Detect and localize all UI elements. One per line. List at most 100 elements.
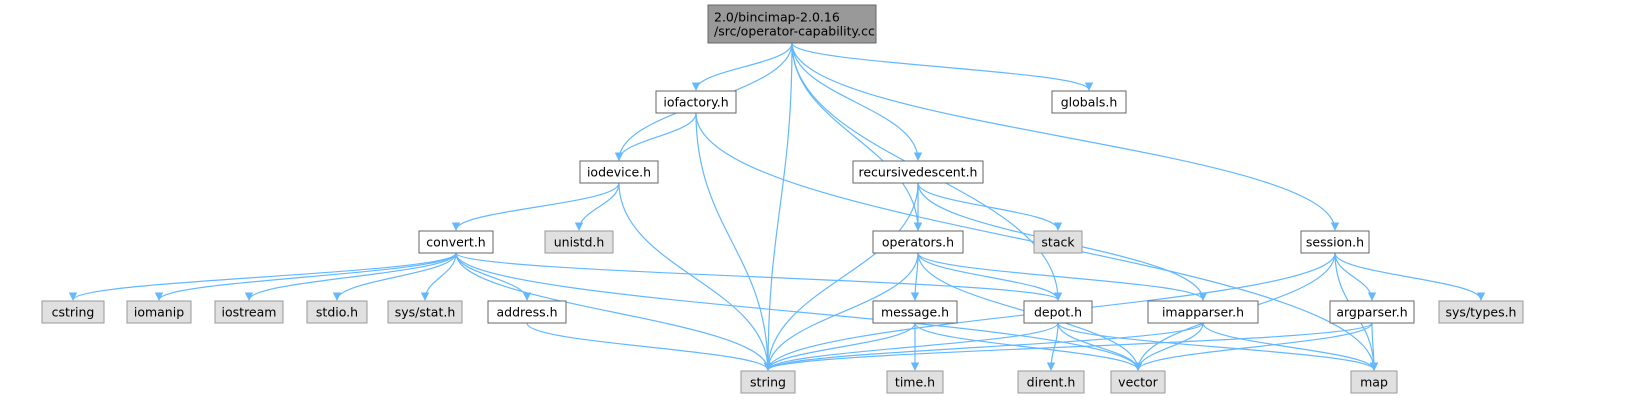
node-session[interactable]: session.h <box>1300 230 1370 254</box>
edge-convert-to-stdio <box>332 252 457 301</box>
edge-root-to-recursivedescent <box>791 42 923 161</box>
edge-recursivedescent-to-stack <box>917 182 1063 231</box>
node-label-argparser-0: argparser.h <box>1336 305 1407 320</box>
nodes-layer: 2.0/bincimap-2.0.16/src/operator-capabil… <box>41 4 1524 394</box>
edge-argparser-to-vector <box>1133 322 1373 371</box>
edges-layer <box>68 42 1486 371</box>
edge-root-to-globals <box>791 42 1094 91</box>
node-label-stdio-0: stdio.h <box>316 305 358 320</box>
node-iodevice[interactable]: iodevice.h <box>579 160 659 184</box>
node-box-unistd <box>544 230 614 254</box>
node-address[interactable]: address.h <box>487 300 567 324</box>
edge-iodevice-to-string <box>618 182 773 371</box>
node-box-iomanip <box>126 300 192 324</box>
node-box-iofactory <box>655 90 737 114</box>
edge-message-to-vector <box>914 322 1143 371</box>
node-box-systypes <box>1438 300 1524 324</box>
edge-depot-to-dirent <box>1046 322 1059 371</box>
node-box-vector <box>1110 370 1166 394</box>
node-label-convert-0: convert.h <box>426 235 485 250</box>
node-convert[interactable]: convert.h <box>418 230 494 254</box>
node-cstring[interactable]: cstring <box>41 300 105 324</box>
node-depot[interactable]: depot.h <box>1023 300 1093 324</box>
node-box-timeh <box>886 370 944 394</box>
node-label-session-0: session.h <box>1306 235 1364 250</box>
node-label-iomanip-0: iomanip <box>134 305 184 320</box>
node-sysstat[interactable]: sys/stat.h <box>387 300 463 324</box>
node-label-sysstat-0: sys/stat.h <box>395 305 456 320</box>
edge-convert-to-iostream <box>244 252 457 301</box>
node-iostream[interactable]: iostream <box>214 300 284 324</box>
node-argparser[interactable]: argparser.h <box>1329 300 1415 324</box>
node-box-sysstat <box>387 300 463 324</box>
edge-convert-to-iomanip <box>154 252 457 301</box>
node-box-stdio <box>306 300 368 324</box>
node-vector[interactable]: vector <box>1110 370 1166 394</box>
edge-iofactory-to-iodevice <box>614 112 697 161</box>
node-label-unistd-0: unistd.h <box>554 235 605 250</box>
edge-imapparser-to-string <box>763 322 1204 371</box>
node-globals[interactable]: globals.h <box>1051 90 1127 114</box>
edge-root-to-operators <box>791 42 923 231</box>
node-operators[interactable]: operators.h <box>872 230 964 254</box>
node-label-address-0: address.h <box>496 305 557 320</box>
node-box-session <box>1300 230 1370 254</box>
node-label-dirent-0: dirent.h <box>1027 375 1076 390</box>
node-message[interactable]: message.h <box>872 300 958 324</box>
node-label-iostream-0: iostream <box>222 305 277 320</box>
node-root[interactable]: 2.0/bincimap-2.0.16/src/operator-capabil… <box>707 4 877 44</box>
node-box-map <box>1350 370 1398 394</box>
node-label-string-0: string <box>750 375 786 390</box>
edge-root-to-string <box>763 42 793 371</box>
node-label-depot-0: depot.h <box>1034 305 1082 320</box>
node-label-timeh-0: time.h <box>895 375 935 390</box>
node-timeh[interactable]: time.h <box>886 370 944 394</box>
edge-address-to-string <box>526 322 773 371</box>
edge-convert-to-address <box>455 252 532 301</box>
node-imapparser[interactable]: imapparser.h <box>1147 300 1259 324</box>
edge-depot-to-string <box>763 322 1059 371</box>
node-box-cstring <box>41 300 105 324</box>
node-label-map-0: map <box>1360 375 1388 390</box>
node-map[interactable]: map <box>1350 370 1398 394</box>
node-iomanip[interactable]: iomanip <box>126 300 192 324</box>
node-label-operators-0: operators.h <box>882 235 954 250</box>
node-label-message-0: message.h <box>881 305 949 320</box>
node-systypes[interactable]: sys/types.h <box>1438 300 1524 324</box>
node-string[interactable]: string <box>740 370 796 394</box>
node-label-imapparser-0: imapparser.h <box>1162 305 1244 320</box>
node-box-root <box>707 4 877 44</box>
node-box-message <box>872 300 958 324</box>
edge-iodevice-to-convert <box>451 182 620 231</box>
node-stack[interactable]: stack <box>1033 230 1083 254</box>
node-box-imapparser <box>1147 300 1259 324</box>
node-label-recursivedescent-0: recursivedescent.h <box>859 165 978 180</box>
edge-operators-to-string <box>763 252 919 371</box>
node-box-iodevice <box>579 160 659 184</box>
node-box-iostream <box>214 300 284 324</box>
node-stdio[interactable]: stdio.h <box>306 300 368 324</box>
node-label-iodevice-0: iodevice.h <box>587 165 651 180</box>
node-iofactory[interactable]: iofactory.h <box>655 90 737 114</box>
edge-convert-to-sysstat <box>420 252 457 301</box>
node-dirent[interactable]: dirent.h <box>1017 370 1085 394</box>
node-unistd[interactable]: unistd.h <box>544 230 614 254</box>
edge-imapparser-to-map <box>1202 322 1379 371</box>
edge-session-to-systypes <box>1334 252 1486 301</box>
node-label-root-1: /src/operator-capability.cc <box>714 24 875 39</box>
node-box-string <box>740 370 796 394</box>
edge-root-to-iofactory <box>691 42 793 91</box>
node-box-operators <box>872 230 964 254</box>
node-box-argparser <box>1329 300 1415 324</box>
edge-recursivedescent-to-string <box>763 182 919 371</box>
edge-iodevice-to-unistd <box>574 182 620 231</box>
node-box-dirent <box>1017 370 1085 394</box>
node-label-cstring-0: cstring <box>52 305 95 320</box>
edge-operators-to-depot <box>917 252 1063 301</box>
node-box-recursivedescent <box>852 160 984 184</box>
edge-convert-to-depot <box>455 252 1062 301</box>
node-box-globals <box>1051 90 1127 114</box>
node-label-systypes-0: sys/types.h <box>1446 305 1517 320</box>
node-recursivedescent[interactable]: recursivedescent.h <box>852 160 984 184</box>
